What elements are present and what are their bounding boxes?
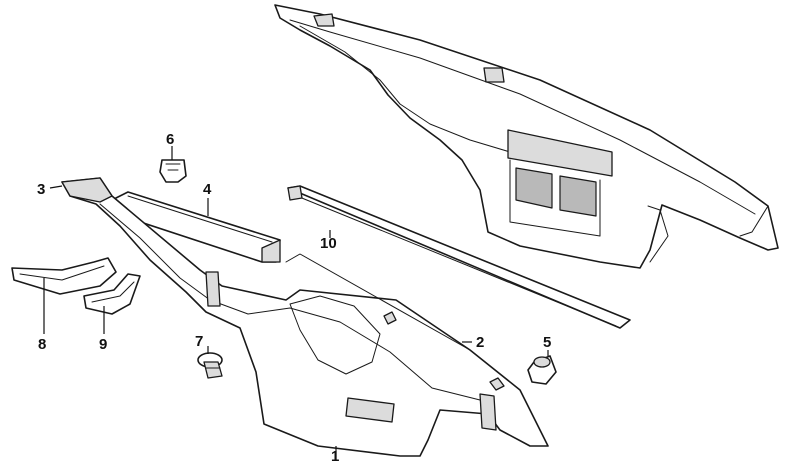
- curved-trim-9-part: [83, 273, 141, 315]
- callout-2: 2: [476, 334, 484, 351]
- cap-part: [527, 355, 557, 385]
- callout-7: 7: [195, 333, 203, 350]
- callout-6: 6: [166, 131, 174, 148]
- upper-trim-bar-part: [111, 191, 281, 263]
- leader-lines: [43, 146, 549, 460]
- clip-part: [159, 159, 187, 183]
- callout-4: 4: [203, 181, 212, 198]
- callout-9: 9: [99, 336, 107, 353]
- callout-5: 5: [543, 334, 551, 351]
- curved-trim-8-part: [11, 257, 117, 295]
- callout-3: 3: [37, 181, 45, 198]
- push-rivet-part: [197, 352, 223, 379]
- lid-trim-panel-part: [61, 177, 549, 457]
- trunk-lid-part: [274, 4, 779, 269]
- callout-8: 8: [38, 336, 46, 353]
- callout-10: 10: [320, 235, 337, 252]
- seal-strip-part: [287, 185, 631, 329]
- callout-1: 1: [331, 448, 339, 465]
